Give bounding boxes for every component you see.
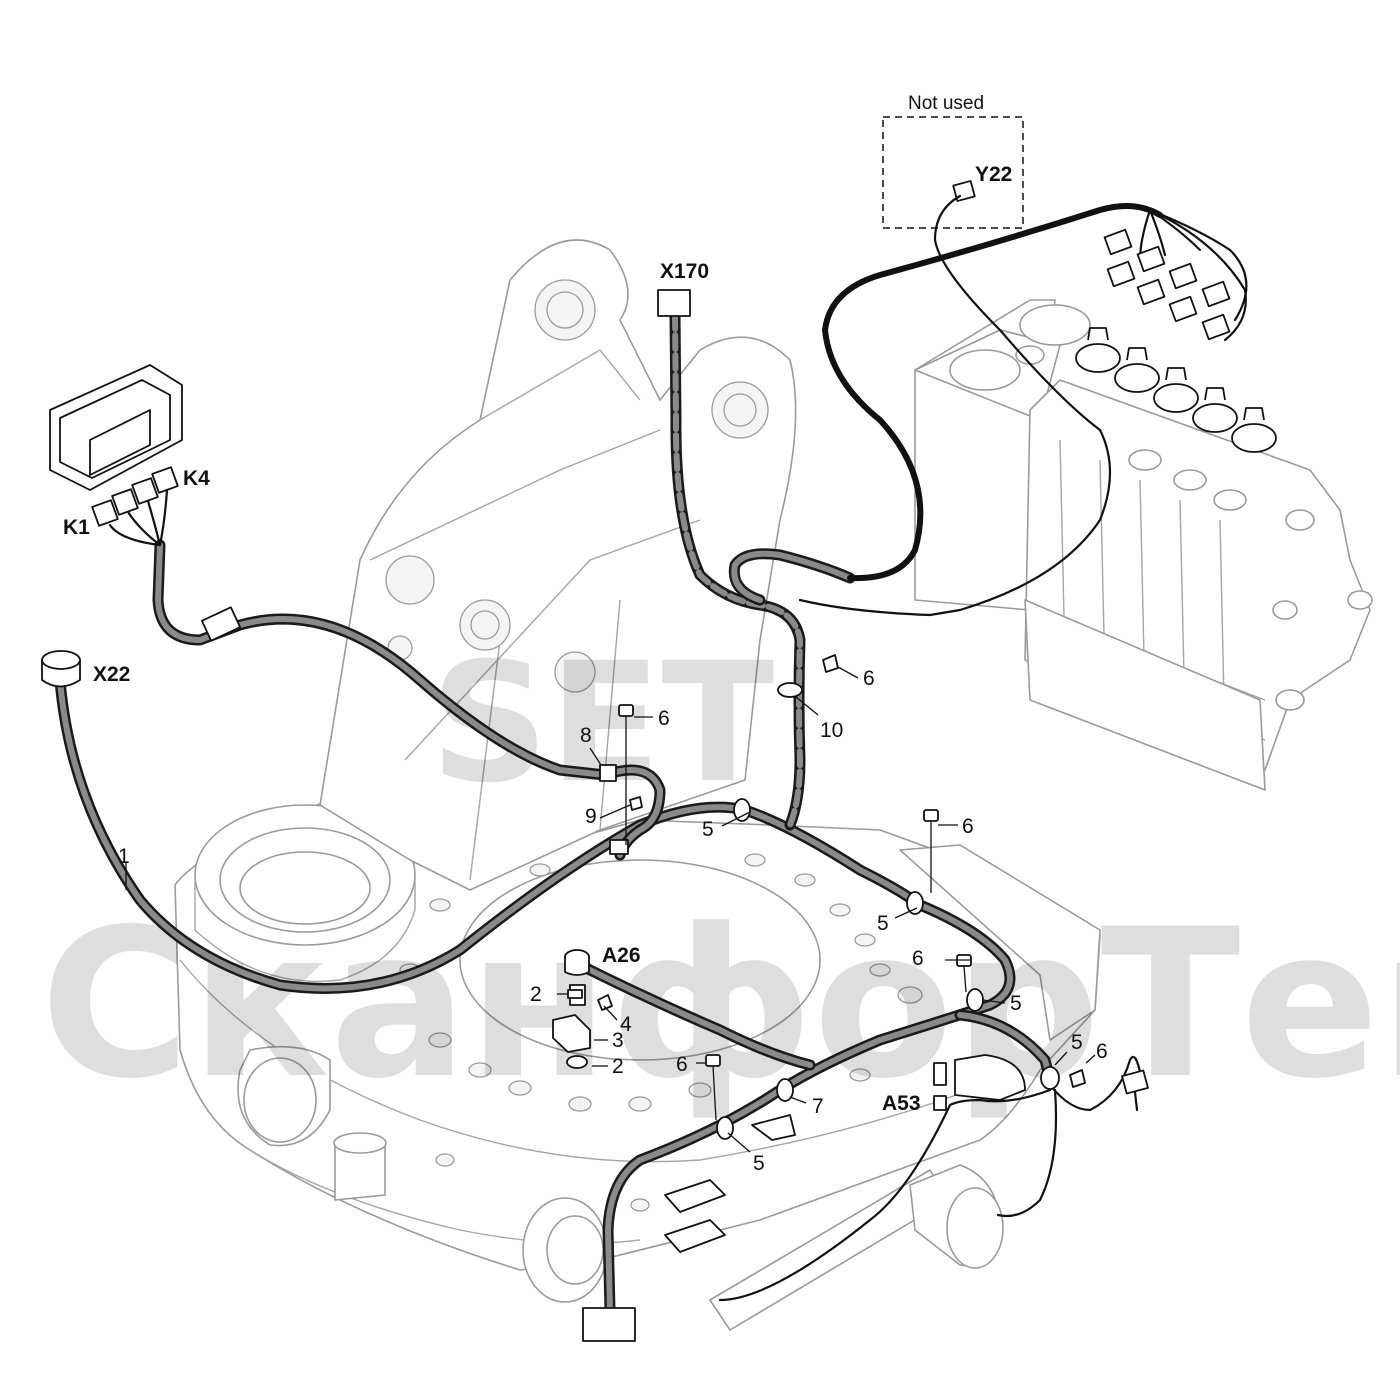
watermark-top-text: SET xyxy=(430,627,774,819)
not-used-box xyxy=(882,116,1024,229)
leader-lines xyxy=(125,666,1096,1153)
item-label-6-a: 6 xyxy=(658,707,670,730)
item-number-labels: 1 2 2 3 4 5 5 5 5 5 6 6 6 6 6 6 7 8 9 10 xyxy=(118,667,1108,1175)
item-label-7: 7 xyxy=(812,1095,824,1118)
relay-k-group xyxy=(91,466,179,547)
item-label-10: 10 xyxy=(820,719,843,742)
solenoid-caps xyxy=(1075,327,1277,453)
k4-label: K4 xyxy=(183,467,210,490)
harness-clamps xyxy=(599,682,1060,1140)
item-label-5-b: 5 xyxy=(877,912,889,935)
item-label-5-e: 5 xyxy=(753,1152,765,1175)
control-unit-box xyxy=(49,364,183,491)
plate-holes xyxy=(399,853,923,1212)
item-label-5-a: 5 xyxy=(702,818,714,841)
y22-label: Y22 xyxy=(975,163,1012,186)
harness-clip xyxy=(200,606,242,642)
right-plug xyxy=(1121,1069,1149,1112)
x22-connector xyxy=(41,650,81,688)
x170-connector xyxy=(657,289,691,317)
item-label-6-f: 6 xyxy=(1096,1040,1108,1063)
item-label-2-lower: 2 xyxy=(612,1055,624,1078)
item-label-4: 4 xyxy=(620,1013,632,1036)
a26-label: A26 xyxy=(602,944,641,967)
not-used-label: Not used xyxy=(908,93,984,114)
item-label-5-c: 5 xyxy=(1010,992,1022,1015)
x22-label: X22 xyxy=(93,663,130,686)
thin-wires xyxy=(718,194,1248,1302)
valve-connector-cluster xyxy=(1103,228,1231,341)
pin-hole-mid xyxy=(385,555,435,605)
swing-opening xyxy=(459,859,821,1061)
side-box xyxy=(899,844,1101,1041)
control-valve-block xyxy=(914,299,1373,791)
item-label-6-c: 6 xyxy=(912,947,924,970)
item-label-6-b: 6 xyxy=(962,815,974,838)
item-label-5-d: 5 xyxy=(1071,1031,1083,1054)
item-label-9: 9 xyxy=(585,805,597,828)
watermark-bottom-text: СканфорТек xyxy=(40,886,1400,1124)
a53-connector xyxy=(933,1062,947,1111)
sensor-bracket xyxy=(954,1054,1026,1101)
watermark: SET СканфорТек xyxy=(40,627,1400,1124)
item-label-2-upper: 2 xyxy=(530,983,542,1006)
a26-sensor xyxy=(564,949,590,976)
lug-7 xyxy=(751,1114,796,1141)
bolts xyxy=(567,654,1086,1088)
machine-frame xyxy=(174,239,1101,1331)
item-label-8: 8 xyxy=(580,724,592,747)
bottom-connector xyxy=(582,1307,636,1342)
valve-cable xyxy=(822,203,1163,582)
item-label-6-e: 6 xyxy=(863,667,875,690)
item-label-6-d: 6 xyxy=(676,1053,688,1076)
x170-label: X170 xyxy=(660,260,709,283)
item-label-1: 1 xyxy=(118,845,130,868)
item-label-3: 3 xyxy=(612,1029,624,1052)
k1-label: K1 xyxy=(63,516,90,539)
a53-label: A53 xyxy=(882,1092,921,1115)
